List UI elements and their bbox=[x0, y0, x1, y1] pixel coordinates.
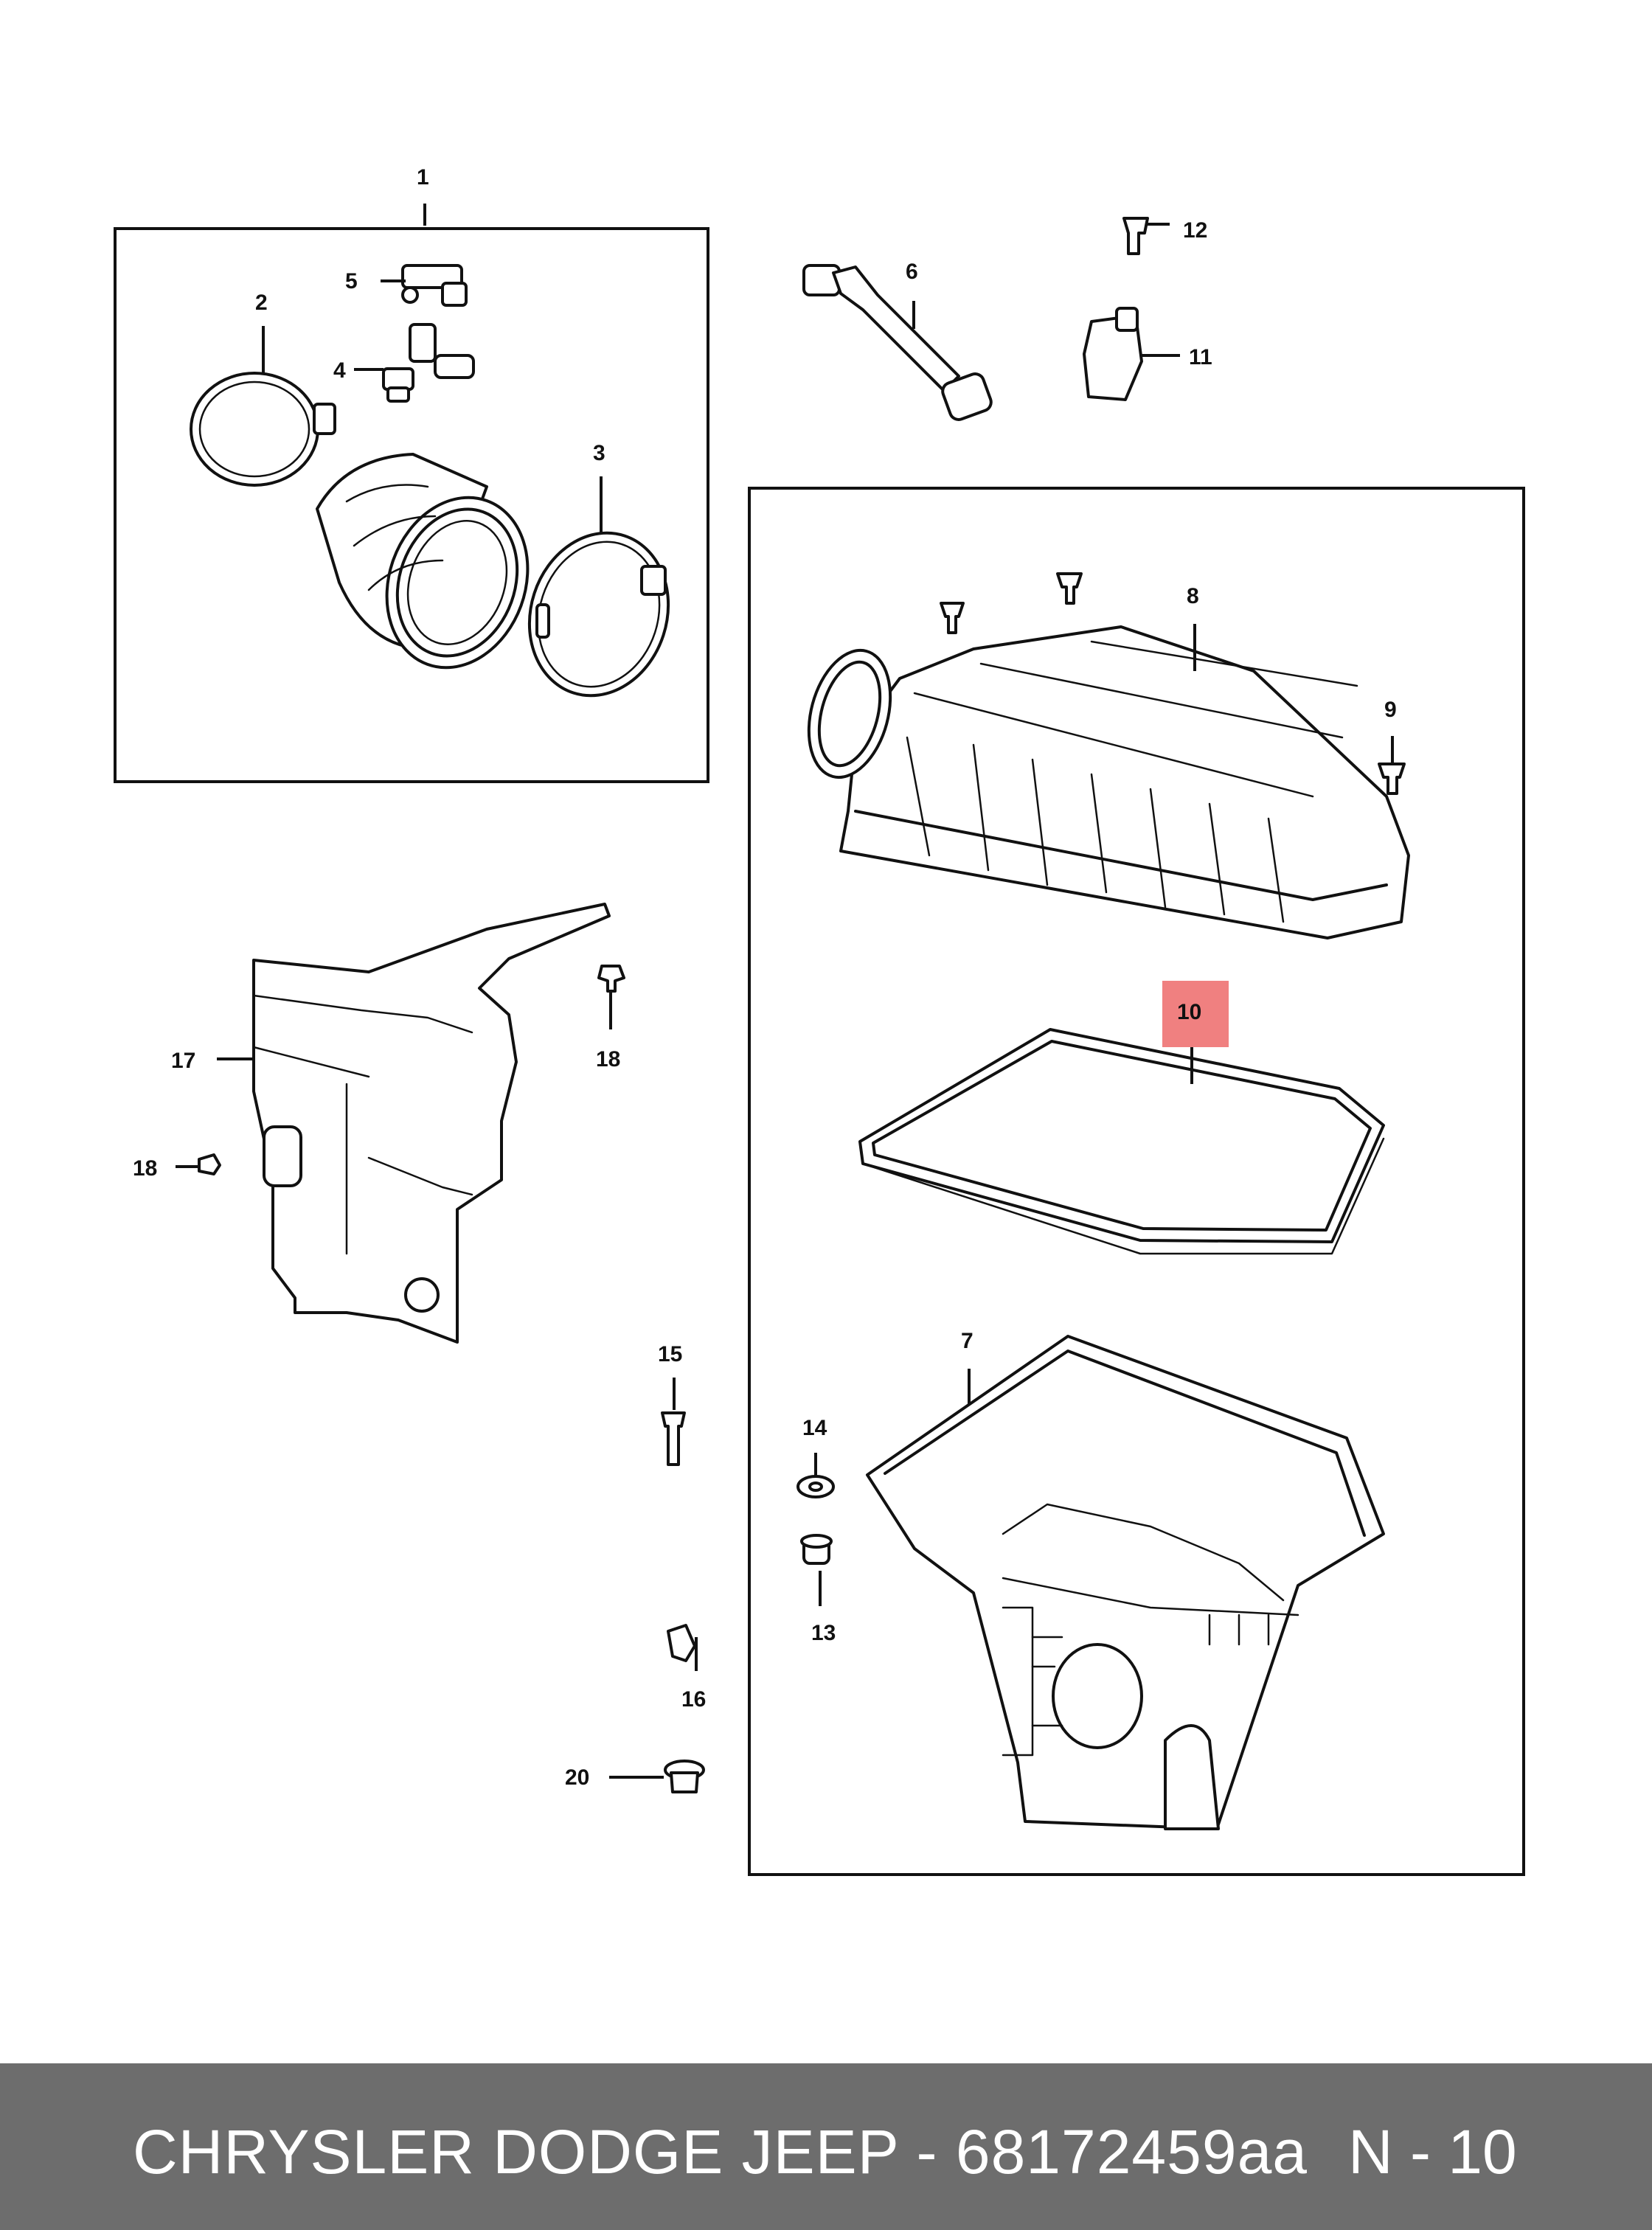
air-cleaner-housing-part-7 bbox=[866, 1335, 1385, 1830]
callout-3: 3 bbox=[593, 441, 605, 465]
fitting-part-4 bbox=[382, 323, 475, 403]
callout-20: 20 bbox=[565, 1765, 589, 1790]
callout-2: 2 bbox=[255, 291, 268, 315]
clamp-part-2 bbox=[190, 372, 336, 487]
screw-b bbox=[1056, 572, 1083, 605]
callout-7: 7 bbox=[961, 1329, 974, 1353]
bolt-part-12 bbox=[1122, 217, 1149, 255]
air-cleaner-cover-part-8 bbox=[807, 625, 1410, 939]
nut-part-20 bbox=[664, 1760, 705, 1793]
sensor-part-11 bbox=[1083, 307, 1143, 401]
callout-5: 5 bbox=[345, 269, 358, 293]
callout-12: 12 bbox=[1183, 218, 1207, 243]
callout-6: 6 bbox=[906, 260, 918, 284]
washer-part-14 bbox=[796, 1475, 835, 1498]
footer-page-label: N - 10 bbox=[1348, 2117, 1517, 2186]
clamp-part-3 bbox=[527, 531, 670, 698]
push-pin-part-18a bbox=[597, 965, 625, 993]
clip-part-16 bbox=[667, 1624, 696, 1662]
callout-4: 4 bbox=[333, 358, 346, 383]
callout-13: 13 bbox=[811, 1621, 836, 1645]
footer-title: CHRYSLER DODGE JEEP - 68172459aa bbox=[133, 2117, 1308, 2186]
callout-9: 9 bbox=[1384, 698, 1397, 722]
air-filter-part-10 bbox=[858, 1028, 1385, 1255]
callout-14: 14 bbox=[802, 1416, 827, 1440]
callout-10: 10 bbox=[1177, 1000, 1201, 1024]
hose-part-6 bbox=[802, 264, 993, 421]
screw-a bbox=[940, 602, 965, 634]
callout-18a: 18 bbox=[596, 1047, 620, 1071]
parts-diagram: 1 2 3 4 5 bbox=[114, 165, 1525, 1876]
group-frame-2 bbox=[748, 487, 1525, 1876]
callout-8: 8 bbox=[1187, 584, 1199, 608]
callout-15: 15 bbox=[658, 1342, 682, 1366]
bolt-part-15 bbox=[661, 1411, 686, 1466]
splash-shield-part-17 bbox=[252, 903, 611, 1344]
callout-1: 1 bbox=[417, 165, 429, 190]
callout-17: 17 bbox=[171, 1049, 195, 1073]
footer-bar: CHRYSLER DODGE JEEP - 68172459aa N - 10 bbox=[0, 2063, 1652, 2230]
callout-18b: 18 bbox=[133, 1156, 157, 1181]
push-pin-part-18b bbox=[198, 1153, 221, 1175]
screw-part-9 bbox=[1378, 763, 1406, 795]
callout-11: 11 bbox=[1189, 345, 1212, 369]
air-inlet-hose bbox=[316, 453, 530, 670]
grommet-part-13 bbox=[800, 1534, 833, 1565]
callout-10-highlight bbox=[1162, 981, 1229, 1047]
group-frame-1 bbox=[114, 227, 709, 783]
callout-16: 16 bbox=[681, 1687, 706, 1712]
connector-part-5 bbox=[401, 264, 468, 307]
